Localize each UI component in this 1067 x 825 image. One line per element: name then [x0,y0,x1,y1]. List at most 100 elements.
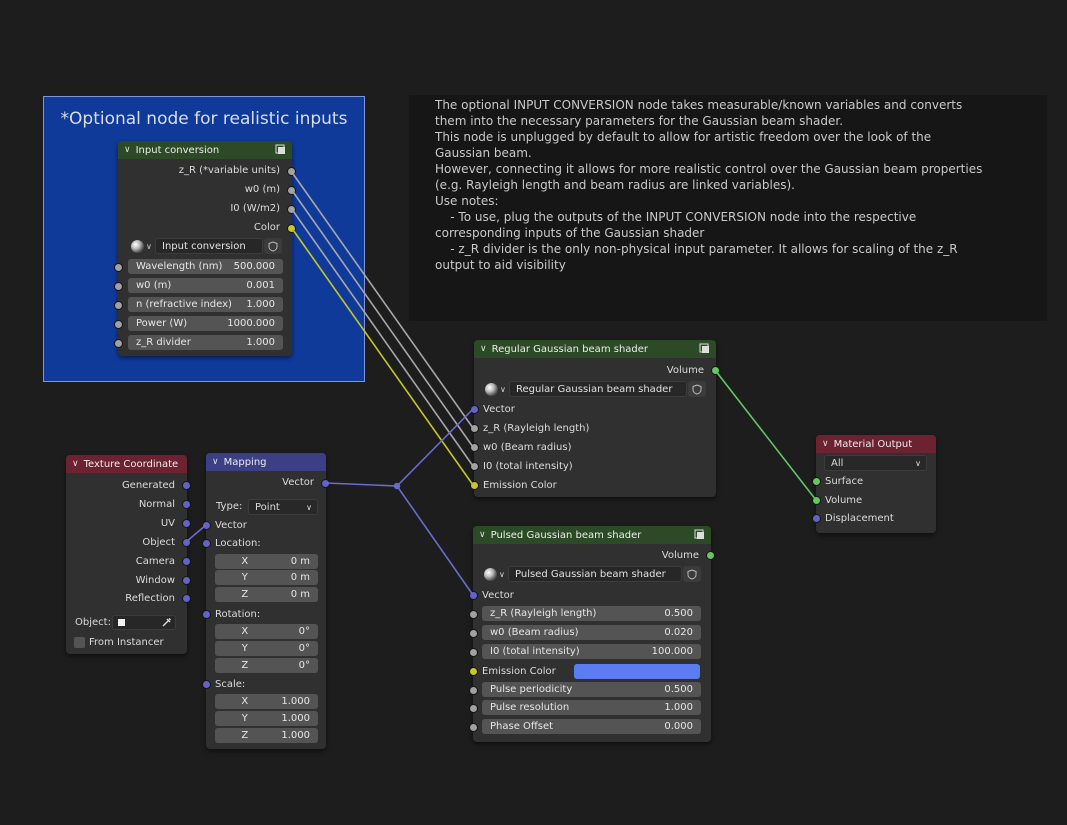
socket-input-w0[interactable] [469,629,478,638]
object-picker[interactable] [112,615,176,630]
socket-input-emission-color[interactable] [470,481,479,490]
power-field[interactable]: Power (W)1000.000 [128,316,283,331]
socket-output-generated[interactable] [182,481,191,490]
group-selector[interactable]: Regular Gaussian beam shader [509,381,687,397]
socket-input-zr[interactable] [470,424,479,433]
socket-output-camera[interactable] [182,557,191,566]
zr-field[interactable]: z_R (Rayleigh length)0.500 [482,606,701,621]
collapse-chevron-icon[interactable]: ∨ [124,145,131,155]
socket-input-volume[interactable] [812,496,821,505]
socket-input-displacement[interactable] [812,514,821,523]
chevron-down-icon[interactable]: ∨ [146,242,152,251]
socket-output-i0[interactable] [287,205,296,214]
socket-input-power[interactable] [114,320,123,329]
from-instancer-checkbox[interactable] [74,637,85,648]
node-header[interactable]: ∨ Material Output [816,435,936,453]
node-tree-icon[interactable] [485,383,498,396]
group-selector[interactable]: Pulsed Gaussian beam shader [508,566,682,582]
collapse-chevron-icon[interactable]: ∨ [479,530,486,540]
input-conversion-node[interactable]: ∨ Input conversion z_R (*variable units)… [114,141,296,356]
i0-field[interactable]: I0 (total intensity)100.000 [482,644,701,659]
node-group-icon[interactable] [699,343,710,354]
fake-user-shield-icon[interactable] [264,238,282,254]
emission-color-swatch[interactable] [574,664,700,679]
socket-output-color[interactable] [287,224,296,233]
group-selector[interactable]: Input conversion [155,238,263,254]
socket-input-zr[interactable] [469,610,478,619]
node-tree-icon[interactable] [131,240,144,253]
node-group-icon[interactable] [275,144,286,155]
fake-user-shield-icon[interactable] [688,381,706,397]
socket-input-location[interactable] [202,539,211,548]
socket-input-w0[interactable] [470,443,479,452]
socket-output-uv[interactable] [182,519,191,528]
note-line: (e.g. Rayleigh length and beam radius ar… [435,178,795,192]
socket-input-surface[interactable] [812,477,821,486]
socket-output-volume[interactable] [706,551,715,560]
socket-output-w0[interactable] [287,186,296,195]
node-header[interactable]: ∨ Mapping [206,453,326,471]
socket-input-rotation[interactable] [202,610,211,619]
type-select[interactable]: Point∨ [248,499,318,515]
socket-input-emission-color[interactable] [469,667,478,676]
socket-output-reflection[interactable] [182,594,191,603]
mapping-node[interactable]: ∨ Mapping Vector Type: Point∨ Vector Loc… [202,453,330,749]
node-header[interactable]: ∨ Pulsed Gaussian beam shader [473,526,711,544]
collapse-chevron-icon[interactable]: ∨ [212,457,219,467]
fake-user-shield-icon[interactable] [683,566,701,582]
collapse-chevron-icon[interactable]: ∨ [72,459,79,469]
w0-field[interactable]: w0 (m)0.001 [128,278,283,293]
regular-gaussian-shader-node[interactable]: ∨ Regular Gaussian beam shader Volume ∨ … [470,340,720,497]
node-group-icon[interactable] [694,529,705,540]
socket-output-object[interactable] [182,538,191,547]
socket-input-w0[interactable] [114,282,123,291]
socket-output-window[interactable] [182,576,191,585]
chevron-down-icon[interactable]: ∨ [500,385,506,394]
socket-input-pulse-resolution[interactable] [469,704,478,713]
socket-input-phase-offset[interactable] [469,723,478,732]
wavelength-field[interactable]: Wavelength (nm)500.000 [128,259,283,274]
collapse-chevron-icon[interactable]: ∨ [480,344,487,354]
socket-output-volume[interactable] [711,366,720,375]
socket-output-vector[interactable] [321,479,330,488]
node-header[interactable]: ∨ Texture Coordinate [66,455,187,473]
socket-output-normal[interactable] [182,500,191,509]
node-header[interactable]: ∨ Regular Gaussian beam shader [474,340,716,358]
socket-input-scale[interactable] [202,680,211,689]
refractive-index-field[interactable]: n (refractive index)1.000 [128,297,283,312]
texture-coordinate-node[interactable]: ∨ Texture Coordinate Generated Normal UV… [66,455,191,654]
eyedropper-icon[interactable] [161,617,172,628]
socket-output-zr[interactable] [287,167,296,176]
socket-input-wavelength[interactable] [114,263,123,272]
pulsed-gaussian-shader-node[interactable]: ∨ Pulsed Gaussian beam shader Volume ∨ P… [469,526,715,742]
socket-input-i0[interactable] [469,648,478,657]
output-target-select[interactable]: All∨ [824,455,927,471]
w0-field[interactable]: w0 (Beam radius)0.020 [482,625,701,640]
collapse-chevron-icon[interactable]: ∨ [822,439,829,449]
node-header[interactable]: ∨ Input conversion [118,141,292,159]
socket-input-i0[interactable] [470,462,479,471]
node-tree-icon[interactable] [484,568,497,581]
socket-input-vector[interactable] [470,405,479,414]
socket-input-pulse-periodicity[interactable] [469,686,478,695]
socket-input-vector[interactable] [202,521,211,530]
material-output-node[interactable]: ∨ Material Output All∨ Surface Volume Di… [812,435,936,533]
chevron-down-icon[interactable]: ∨ [499,570,505,579]
socket-input-zr-divider[interactable] [114,339,123,348]
socket-input-refractive-index[interactable] [114,301,123,310]
socket-input-vector[interactable] [469,591,478,600]
note-box[interactable]: The optional INPUT CONVERSION node takes… [409,95,1047,321]
